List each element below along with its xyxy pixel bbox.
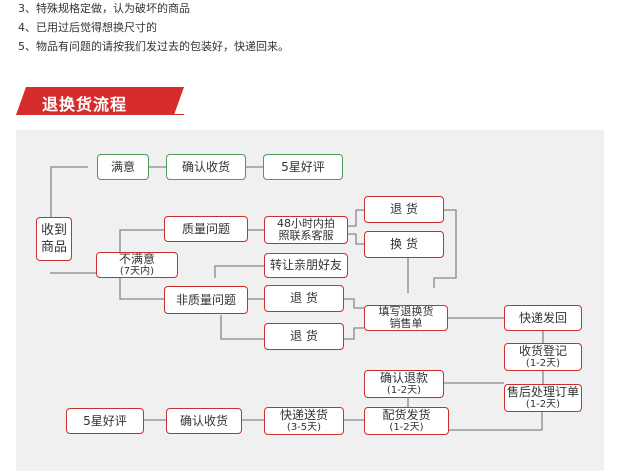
flow-panel: 收到 商品 满意 确认收货 5星好评 不满意 (7天内) 质量问题 48小时内拍… [16,130,604,471]
node-exchange-label: 换 货 [390,237,418,251]
node-photo-contact-label: 48小时内拍 照联系客服 [277,217,335,242]
node-received-label: 收到 商品 [40,223,67,255]
node-after-sales-label: 售后处理订单 [506,385,579,399]
node-dispatch: 配货发货 (1-2天) [364,407,449,435]
node-return-top-label: 退 货 [390,202,418,216]
node-return-b: 退 货 [264,323,344,350]
node-non-quality-issue: 非质量问题 [164,286,248,314]
node-transfer-friend-label: 转让亲朋好友 [269,258,342,272]
node-return-a: 退 货 [264,285,344,312]
node-confirm-refund-note: (1-2天) [386,385,422,396]
node-confirm-refund: 确认退款 (1-2天) [364,370,444,398]
node-confirm-receipt-top: 确认收货 [166,154,246,180]
node-dispatch-note: (1-2天) [389,422,424,433]
node-unsatisfied-note: (7天内) [119,266,155,277]
node-express-back: 快递发回 [504,305,582,331]
node-fill-form: 填写退换货 销售单 [364,305,448,331]
node-return-a-label: 退 货 [290,291,318,305]
node-quality-issue-label: 质量问题 [181,221,230,236]
node-exchange: 换 货 [364,231,444,258]
node-confirm-receipt-bottom: 确认收货 [166,408,242,434]
node-dispatch-label: 配货发货 [382,408,431,422]
note-4: 4、已用过后觉得想换尺寸的 [18,21,157,34]
node-five-star-bottom: 5星好评 [66,408,144,434]
note-3: 3、特殊规格定做，认为破坏的商品 [18,2,190,15]
node-five-star-top: 5星好评 [263,154,343,180]
node-receipt-register-label: 收货登记 [518,344,567,358]
node-confirm-receipt-bottom-label: 确认收货 [179,413,228,428]
section-title: 退换货流程 [42,95,128,114]
node-express-delivery: 快递送货 (3-5天) [264,407,344,435]
node-quality-issue: 质量问题 [164,216,248,242]
node-confirm-refund-label: 确认退款 [379,371,428,385]
node-five-star-top-label: 5星好评 [281,159,325,174]
note-5: 5、物品有问题的请按我们发过去的包装好，快递回来。 [18,40,289,53]
node-received: 收到 商品 [36,217,72,261]
node-five-star-bottom-label: 5星好评 [83,413,127,428]
node-transfer-friend: 转让亲朋好友 [264,253,348,278]
node-receipt-register: 收货登记 (1-2天) [504,343,582,371]
node-express-delivery-note: (3-5天) [286,422,322,433]
node-fill-form-label: 填写退换货 销售单 [378,305,434,330]
node-unsatisfied-label: 不满意 [118,252,155,266]
node-return-top: 退 货 [364,196,444,223]
node-satisfied: 满意 [97,154,149,180]
node-unsatisfied: 不满意 (7天内) [96,252,178,278]
node-confirm-receipt-top-label: 确认收货 [181,159,230,174]
node-photo-contact: 48小时内拍 照联系客服 [264,216,348,244]
node-return-b-label: 退 货 [290,329,318,343]
node-receipt-register-note: (1-2天) [525,358,561,369]
node-after-sales-note: (1-2天) [525,399,561,410]
node-non-quality-issue-label: 非质量问题 [175,292,236,307]
node-express-back-label: 快递发回 [518,310,567,325]
section-banner: 退换货流程 [16,87,184,115]
node-satisfied-label: 满意 [110,159,135,174]
node-after-sales: 售后处理订单 (1-2天) [504,384,582,412]
node-express-delivery-label: 快递送货 [279,408,328,422]
banner-shape [16,87,184,115]
connector-lines [50,166,544,431]
